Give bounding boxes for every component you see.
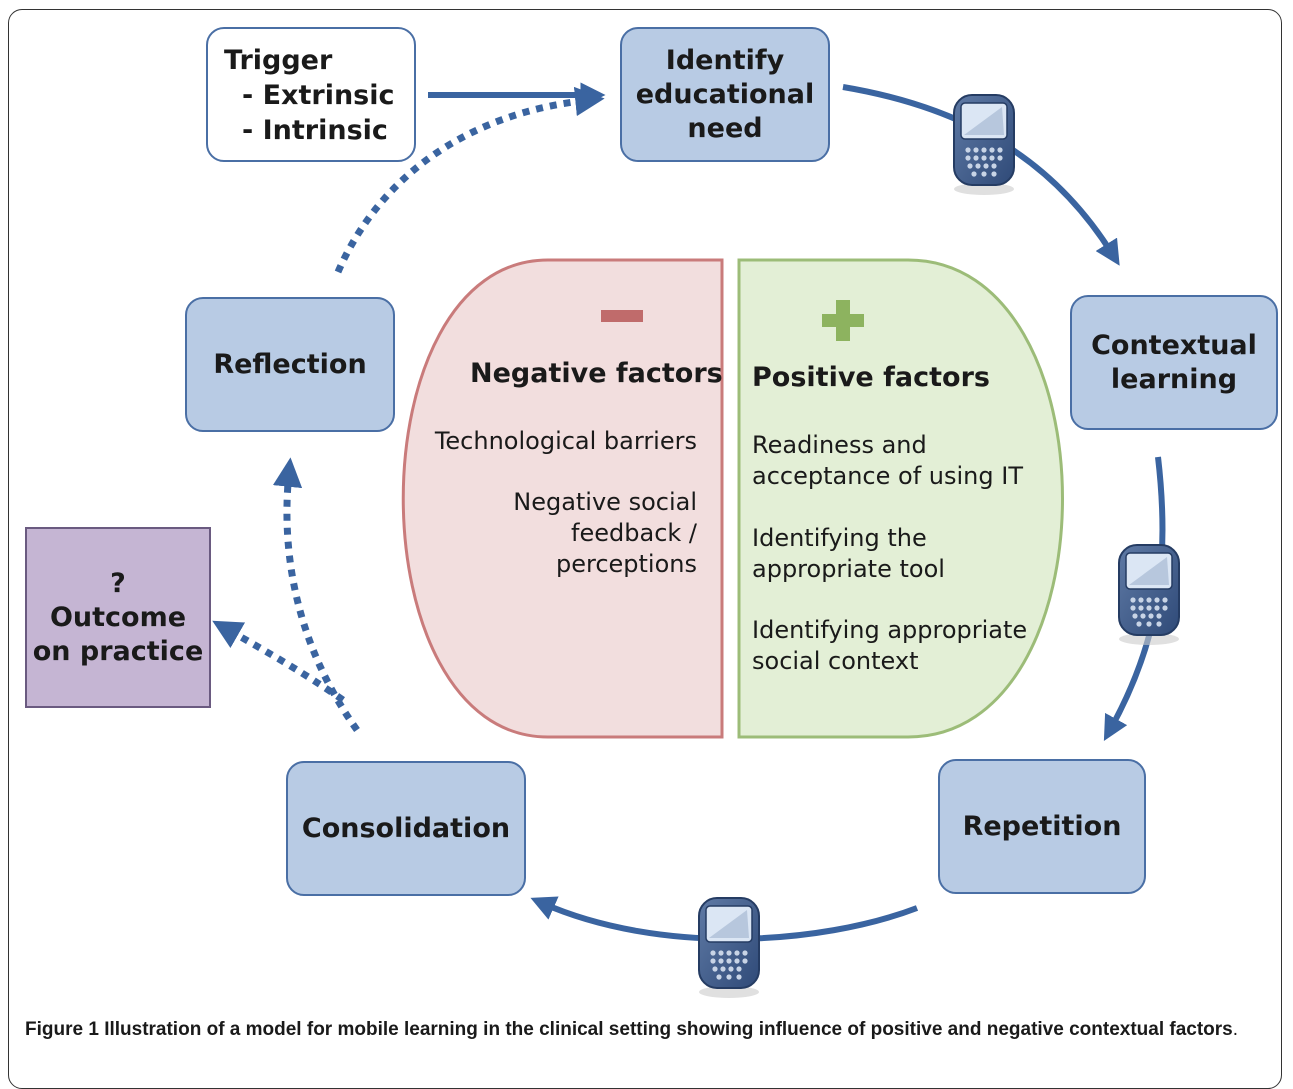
caption-end: . — [1232, 1019, 1239, 1040]
minus-icon — [601, 310, 643, 322]
node-reflection: Reflection — [185, 297, 395, 432]
trigger-item-extrinsic: - Extrinsic — [242, 80, 395, 111]
figure-caption: Figure 1 Illustration of a model for mob… — [25, 1016, 1277, 1043]
trigger-title: Trigger — [224, 45, 333, 76]
positive-factors-title: Positive factors — [752, 362, 990, 393]
node-identify-educational-need: Identify educational need — [620, 27, 830, 162]
positive-factor-item: Readiness and acceptance of using IT — [752, 431, 1023, 490]
caption-label: Figure 1 — [25, 1019, 99, 1040]
trigger-box: Trigger - Extrinsic - Intrinsic — [206, 27, 416, 162]
dotted-arrow-reflection-to-identify — [334, 86, 605, 274]
dotted-arrow-consolidation-to-outcome — [212, 620, 346, 703]
negative-factors-panel — [401, 258, 724, 739]
node-contextual-learning: Contextual learning — [1070, 295, 1278, 430]
negative-factors-title: Negative factors — [470, 358, 723, 389]
node-consolidation: Consolidation — [286, 761, 526, 896]
outcome-on-practice-box: ? Outcome on practice — [25, 527, 211, 708]
caption-text: Illustration of a model for mobile learn… — [104, 1019, 1233, 1040]
positive-factors-panel — [737, 258, 1064, 739]
mobile-phone-icon — [953, 94, 1015, 196]
mobile-phone-icon — [698, 897, 760, 999]
negative-factor-item: Negative social feedback / perceptions — [513, 488, 697, 578]
positive-factor-item: Identifying the appropriate tool — [752, 524, 945, 583]
positive-factor-item: Identifying appropriate social context — [752, 616, 1028, 675]
node-repetition: Repetition — [938, 759, 1146, 894]
mobile-phone-icon — [1118, 544, 1180, 646]
trigger-item-intrinsic: - Intrinsic — [242, 115, 388, 146]
dotted-arrow-consolidation-to-reflection — [272, 457, 360, 733]
negative-factor-item: Technological barriers — [434, 427, 697, 455]
plus-icon — [822, 300, 864, 341]
